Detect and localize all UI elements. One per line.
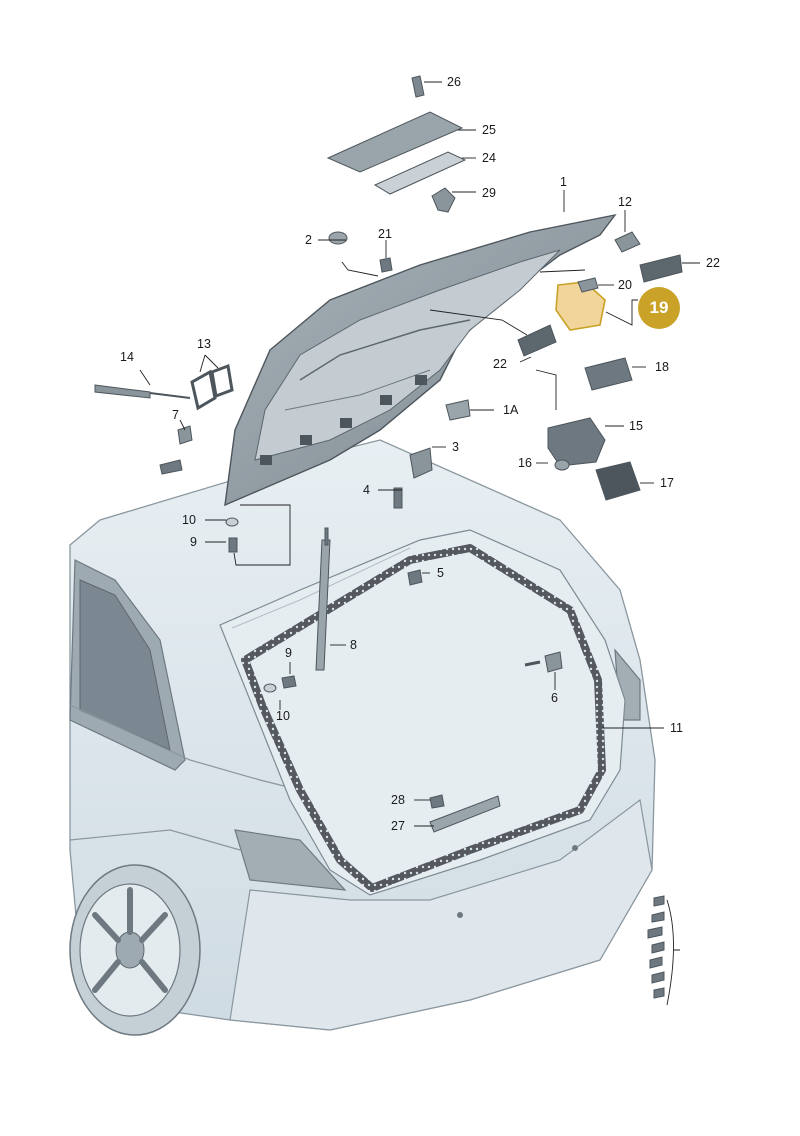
callout-13: 13 <box>197 337 211 351</box>
callout-12: 12 <box>618 195 632 209</box>
callout-23: 24 <box>482 151 496 165</box>
callout-1: 1 <box>560 175 567 189</box>
callout-17: 17 <box>660 476 674 490</box>
callout-21: 21 <box>378 227 392 241</box>
callout-3: 3 <box>452 440 459 454</box>
callout-10-lower: 10 <box>276 709 290 723</box>
callout-9-upper: 9 <box>190 535 197 549</box>
callout-4: 4 <box>363 483 370 497</box>
rubber-seal <box>241 544 606 892</box>
callout-15: 15 <box>629 419 643 433</box>
callout-2: 2 <box>305 233 312 247</box>
callout-22-left: 22 <box>493 357 507 371</box>
highlight-badge-19: 19 <box>638 287 680 329</box>
callout-25: 26 <box>447 75 461 89</box>
parts <box>94 75 683 999</box>
callout-20: 20 <box>618 278 632 292</box>
callout-16: 16 <box>518 456 532 470</box>
callout-6: 6 <box>551 691 558 705</box>
callout-11: 11 <box>670 721 683 735</box>
callout-24: 25 <box>482 123 496 137</box>
callout-28: 29 <box>482 186 496 200</box>
callout-10-upper: 10 <box>182 513 196 527</box>
callout-9-lower: 9 <box>285 646 292 660</box>
callout-27: 28 <box>391 793 405 807</box>
leader-lines <box>139 81 700 1006</box>
callout-8: 8 <box>350 638 357 652</box>
callout-7: 7 <box>172 408 179 422</box>
callout-26: 27 <box>391 819 405 833</box>
callout-29: 1A <box>503 403 519 417</box>
callout-14: 14 <box>120 350 134 364</box>
callout-22-right: 22 <box>706 256 720 270</box>
callout-18: 18 <box>655 360 669 374</box>
callout-5: 5 <box>437 566 444 580</box>
tailgate-lid <box>224 213 617 507</box>
